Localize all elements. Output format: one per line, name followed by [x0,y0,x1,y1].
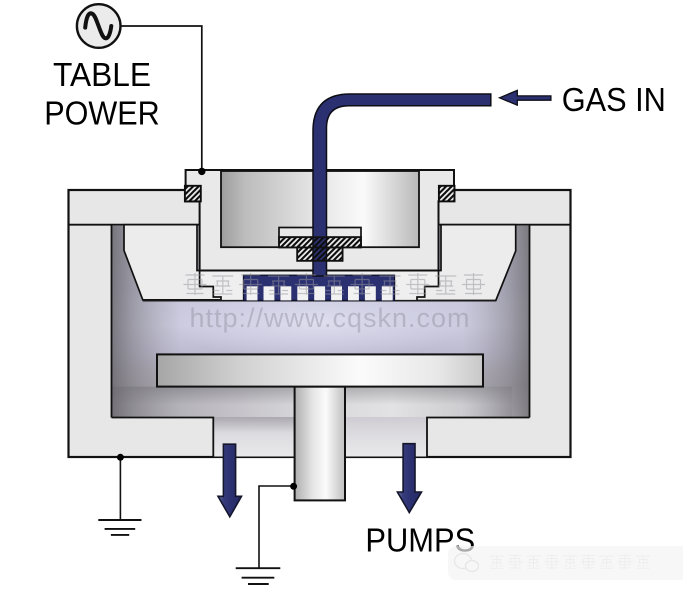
svg-text:http://www.cqskn.com: http://www.cqskn.com [189,303,470,333]
svg-text:GAS IN: GAS IN [562,82,666,119]
svg-text:TABLE: TABLE [53,57,151,94]
svg-text:POWER: POWER [44,96,160,133]
